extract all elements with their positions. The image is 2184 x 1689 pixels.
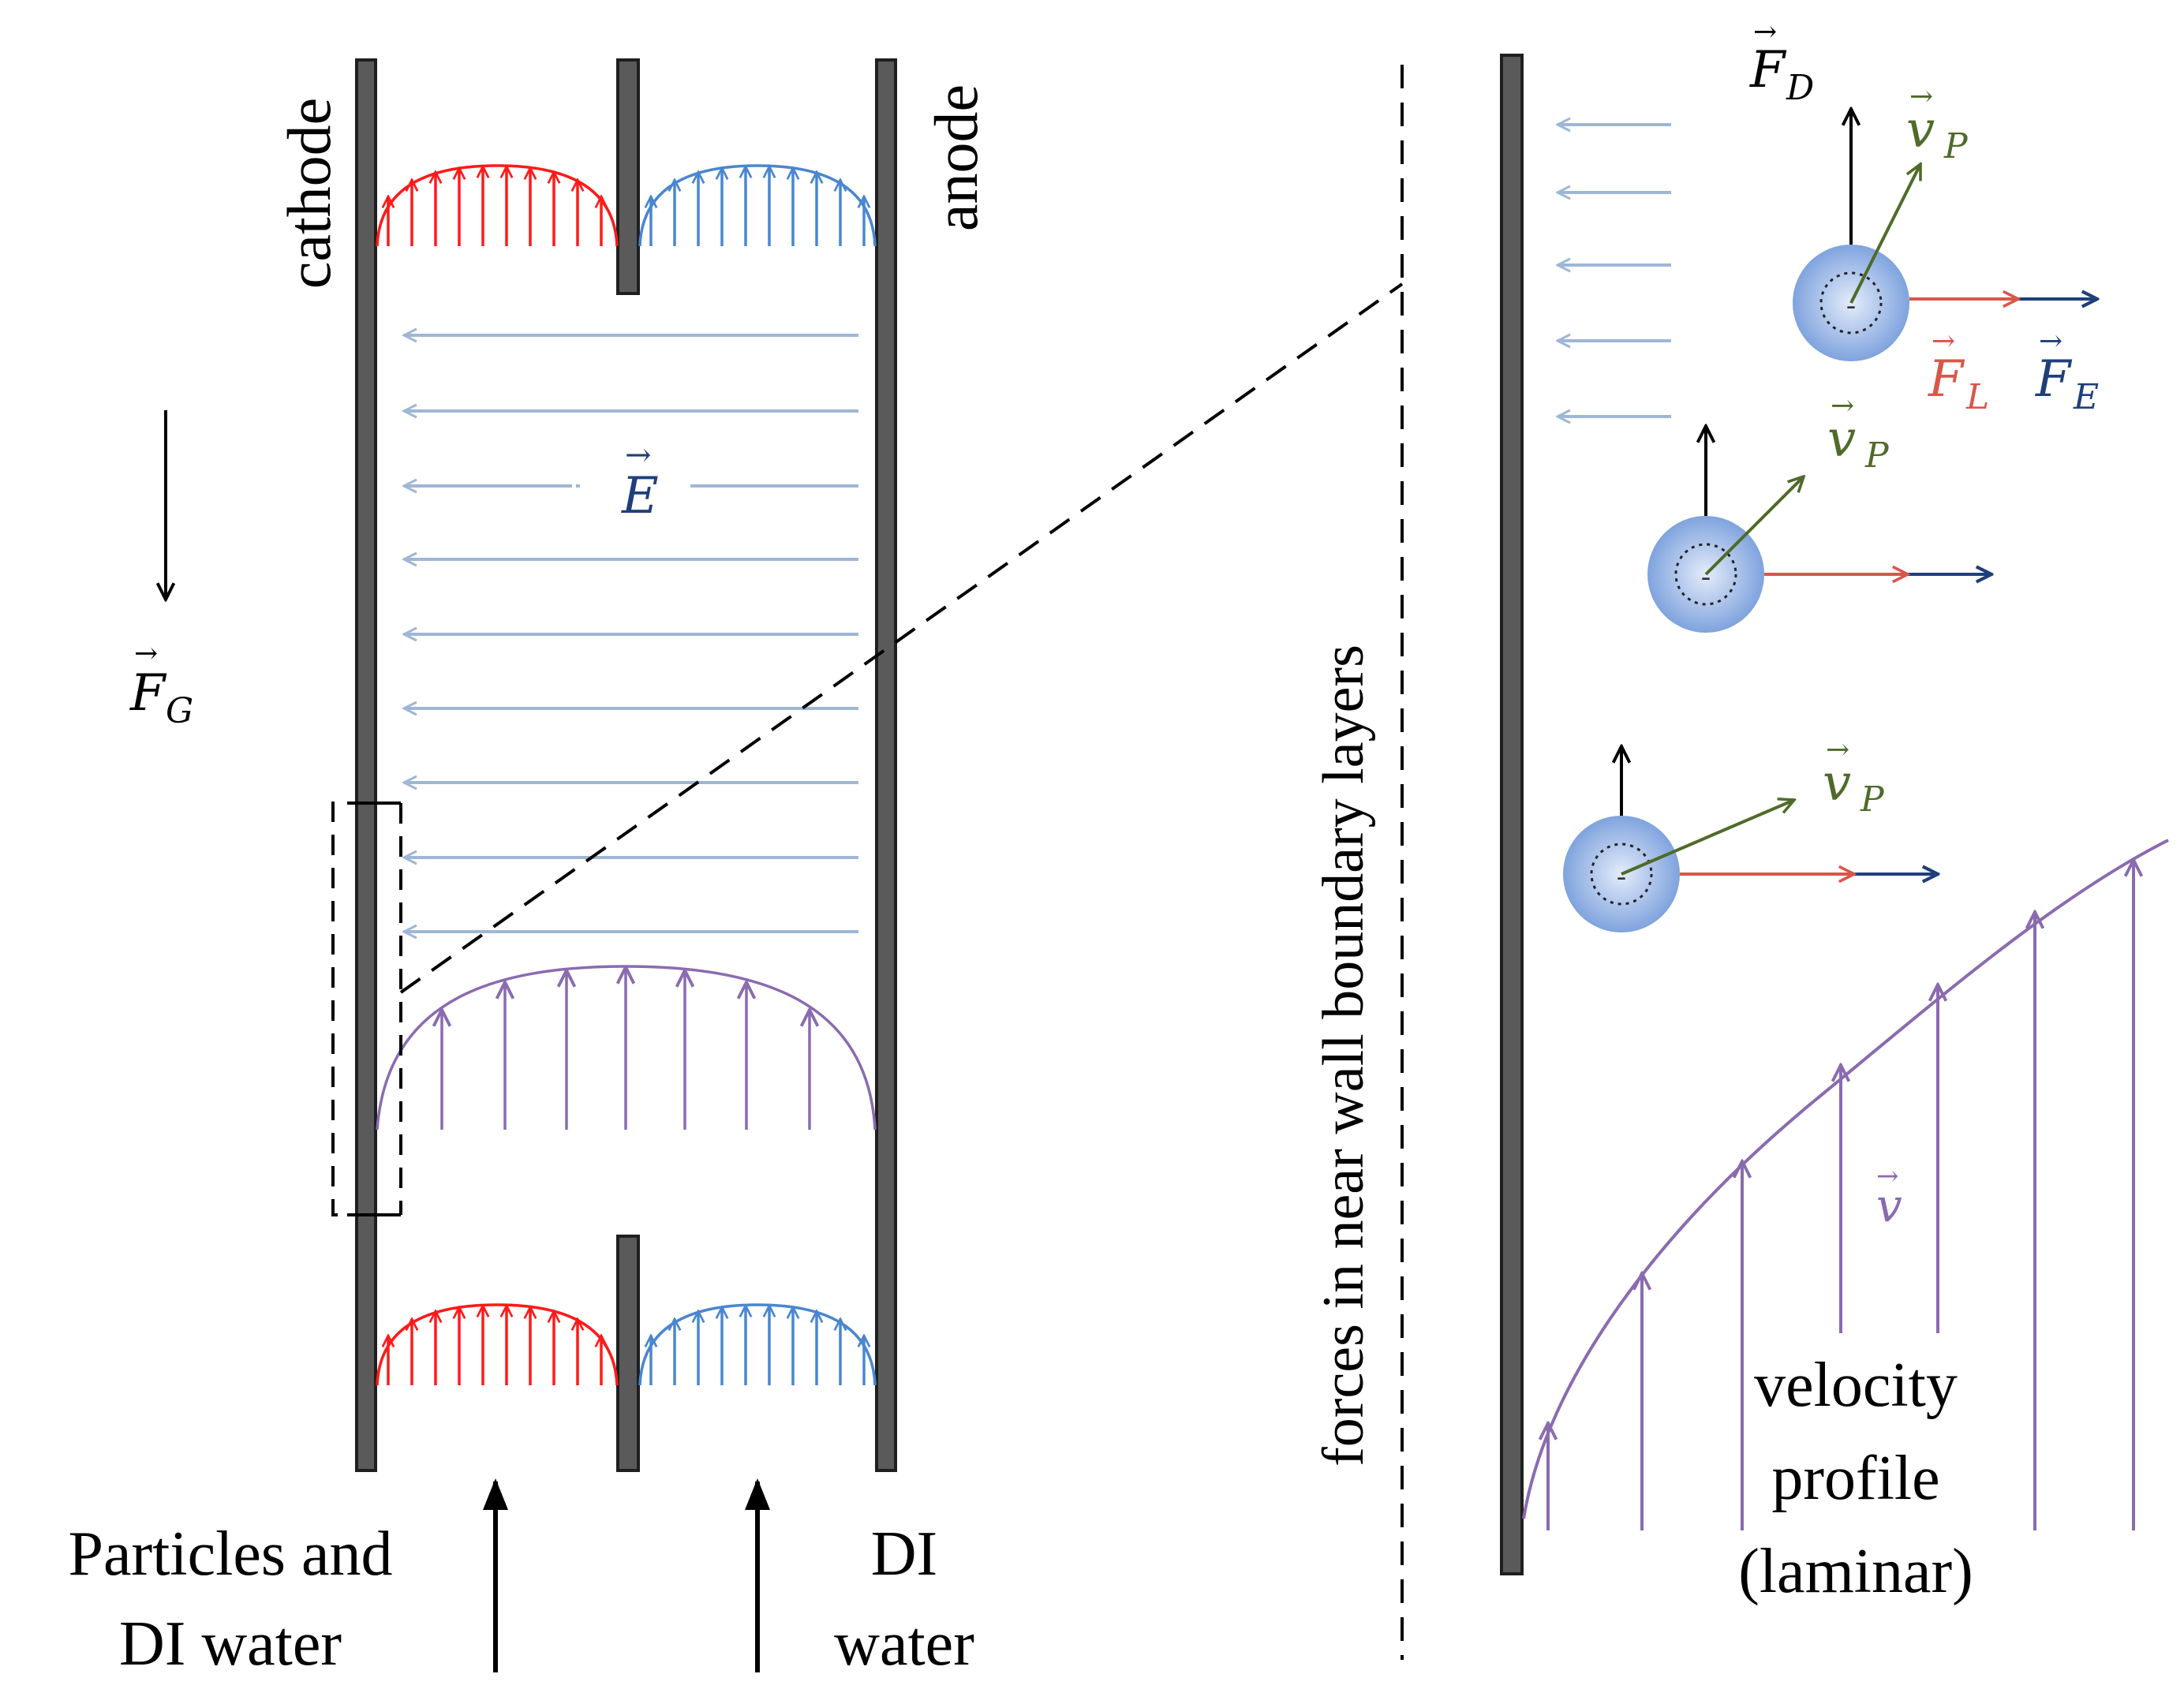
main-flow-profile [376, 965, 877, 1130]
profile-label-line1: velocity [1754, 1351, 1958, 1420]
particle-charge: - [1701, 560, 1711, 592]
svg-text:→: → [2039, 325, 2062, 357]
particle-3: - [1563, 746, 1938, 932]
gravity-force: F → G [129, 410, 193, 731]
svg-text:→: → [1831, 390, 1854, 422]
wall-plate [1500, 54, 1524, 1575]
profile-label-line3: (laminar) [1738, 1537, 1973, 1606]
zoom-leader-line [399, 282, 1404, 994]
near-wall-field-lines [1558, 125, 1671, 417]
forces-caption: forces in near wall boundary layers [1311, 645, 1376, 1467]
svg-text:L: L [1965, 377, 1989, 417]
svg-text:v: v [1823, 754, 1851, 813]
lift-force-symbol: F → L [1928, 325, 1989, 417]
particle-velocity-symbol-1: v → P [1906, 80, 1969, 166]
particle-core [1674, 543, 1737, 606]
svg-text:→: → [1876, 1160, 1899, 1192]
laminar-velocity-profile [1522, 839, 2169, 1530]
svg-text:F: F [2035, 350, 2073, 409]
gravity-symbol: F [129, 664, 167, 723]
inlet-label-particles-line2: DI water [119, 1609, 342, 1679]
particle-core [1590, 843, 1653, 906]
particle-velocity-arrow [1621, 800, 1794, 876]
particle-charge: - [1617, 860, 1626, 891]
svg-text:P: P [1860, 779, 1885, 820]
particle-velocity-arrow [1704, 476, 1804, 576]
fluid-velocity-symbol: v → [1876, 1160, 1902, 1232]
top-cathode-flow-profile [376, 164, 619, 247]
svg-text:F: F [1749, 41, 1787, 99]
svg-text:→: → [1753, 16, 1777, 48]
inlet-label-water-line2: water [834, 1609, 974, 1679]
profile-label-line2: profile [1771, 1444, 1939, 1513]
svg-text:E: E [2073, 377, 2099, 417]
particle-1: - [1793, 109, 2097, 361]
gravity-subscript: G [166, 691, 193, 731]
svg-text:E: E [621, 467, 659, 525]
separation-channel: E → [331, 58, 1404, 1472]
svg-text:F: F [1928, 350, 1965, 409]
cathode-label: cathode [275, 98, 343, 290]
bottom-anode-flow-profile [638, 1303, 877, 1386]
bottom-splitter-plate [616, 1235, 640, 1472]
top-splitter-plate [616, 58, 640, 295]
particle-velocity-symbol-3: v → P [1823, 734, 1885, 820]
svg-text:→: → [1909, 80, 1933, 113]
svg-text:→: → [625, 437, 652, 473]
particle-2: - [1647, 426, 1991, 633]
inlet-label-particles-line1: Particles and [69, 1519, 393, 1589]
anode-plate [875, 58, 897, 1472]
particle-velocity-arrow [1849, 164, 1920, 304]
top-anode-flow-profile [638, 164, 877, 247]
svg-text:→: → [1826, 734, 1849, 766]
svg-text:v: v [1906, 101, 1935, 159]
bottom-cathode-flow-profile [376, 1303, 619, 1386]
electric-force-symbol: F → E [2035, 325, 2099, 417]
electric-field-lines [404, 335, 858, 932]
electric-field-symbol: E → [621, 437, 659, 525]
svg-text:P: P [1864, 435, 1890, 476]
svg-text:P: P [1943, 126, 1969, 166]
svg-text:v: v [1827, 410, 1856, 469]
svg-text:D: D [1786, 68, 1814, 108]
gravity-vector-arrow: → [134, 637, 158, 670]
anode-label: anode [922, 84, 990, 231]
cathode-plate [355, 58, 377, 1472]
particle-velocity-symbol-2: v → P [1827, 390, 1890, 476]
inlet-label-water-line1: DI [871, 1519, 937, 1589]
svg-text:→: → [1932, 325, 1955, 357]
drag-force-symbol: F → D [1749, 16, 1814, 108]
svg-text:v: v [1876, 1179, 1902, 1232]
particle-core [1819, 271, 1883, 334]
